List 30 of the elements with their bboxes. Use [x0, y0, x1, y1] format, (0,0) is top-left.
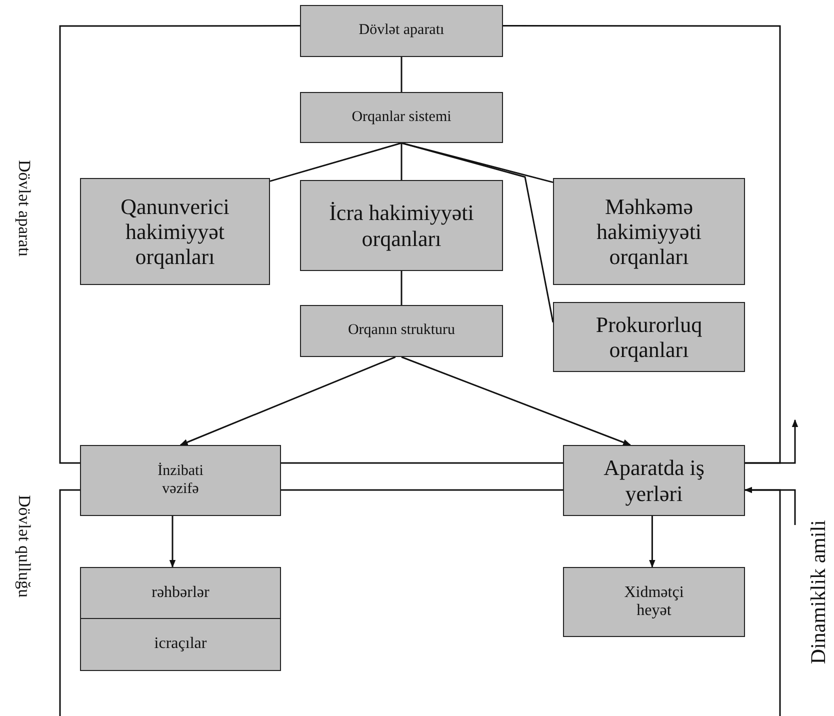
process-box: Dövlət aparatı — [300, 5, 503, 57]
arrow — [745, 419, 798, 464]
process-box: İnzibati vəzifə — [80, 445, 281, 516]
connector-line — [281, 489, 563, 491]
process-box: Orqanın strukturu — [300, 305, 503, 357]
connector-line — [281, 462, 563, 464]
connector-line — [270, 142, 402, 182]
connector-line — [400, 57, 402, 92]
arrow — [401, 356, 632, 446]
side-label: Dövlət aparatı — [14, 160, 34, 257]
process-box: Məhkəmə hakimiyyəti orqanları — [553, 178, 745, 285]
process-box: Qanunverici hakimiyyət orqanları — [80, 178, 270, 285]
connector-line — [503, 25, 781, 464]
process-box: Prokurorluq orqanları — [553, 302, 745, 372]
connector-line — [401, 142, 554, 322]
process-box: İcra hakimiyyəti orqanları — [300, 180, 503, 271]
process-box: Xidmətçi heyət — [563, 567, 745, 637]
connector-line — [400, 143, 402, 180]
arrow — [169, 516, 176, 568]
process-box: icraçılar — [80, 618, 281, 671]
process-box: Aparatda iş yerləri — [563, 445, 745, 516]
process-box: Orqanlar sistemi — [300, 92, 503, 143]
side-label: Dinamiklik amili — [806, 520, 831, 664]
arrow — [744, 486, 796, 525]
connector-line — [400, 271, 402, 305]
arrow — [180, 356, 396, 446]
process-box: rəhbərlər — [80, 567, 281, 619]
arrow — [649, 516, 656, 568]
connector-line — [59, 25, 300, 464]
side-label: Dövlət qulluğu — [14, 495, 34, 598]
